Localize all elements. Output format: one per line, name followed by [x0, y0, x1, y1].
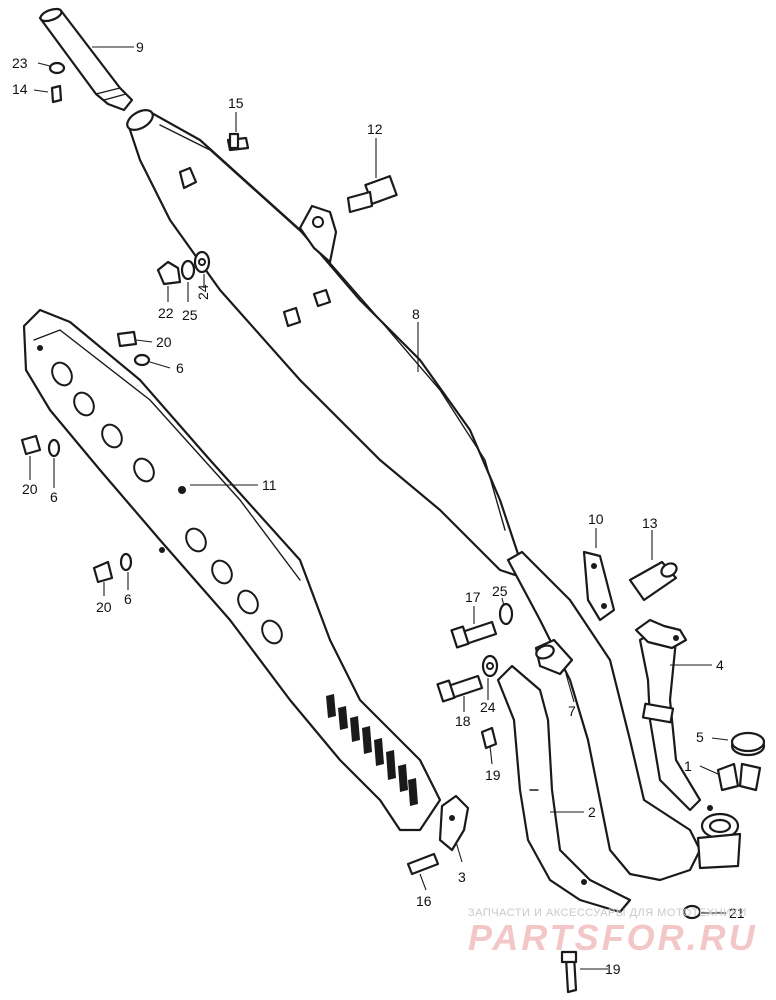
callout-1: 1 [684, 758, 692, 774]
part-13-collar [628, 560, 678, 602]
callout-8: 8 [412, 306, 420, 322]
part-9-tailpipe [38, 7, 134, 112]
callout-6: 6 [124, 591, 132, 607]
callout-21: 21 [729, 905, 745, 921]
callout-20: 20 [156, 334, 172, 350]
callout-7: 7 [568, 703, 576, 719]
part-12-stud [346, 175, 398, 214]
callout-25: 25 [182, 307, 198, 323]
callout-6: 6 [176, 360, 184, 376]
part-7-clamp [534, 638, 574, 676]
part-3-bracket [438, 794, 470, 852]
callout-19: 19 [485, 767, 501, 783]
callout-18: 18 [455, 713, 471, 729]
watermark-caption: ЗАПЧАСТИ И АКСЕССУАРЫ ДЛЯ МОТОТЕХНИКИ [468, 907, 747, 919]
callout-24: 24 [195, 284, 211, 300]
callout-17: 17 [465, 589, 481, 605]
callout-12: 12 [367, 121, 383, 137]
fasteners [20, 61, 702, 994]
callout-14: 14 [12, 81, 28, 97]
part-1-collet [716, 762, 762, 792]
callout-20: 20 [22, 481, 38, 497]
callout-11: 11 [262, 477, 277, 493]
callout-6: 6 [50, 489, 58, 505]
callout-15: 15 [228, 95, 244, 111]
callout-22: 22 [158, 305, 174, 321]
callout-20: 20 [96, 599, 112, 615]
callout-16: 16 [416, 893, 432, 909]
callout-19: 19 [605, 961, 621, 977]
callout-23: 23 [12, 55, 28, 71]
callout-labels: 9 23 14 15 12 22 25 24 20 6 8 20 6 11 20… [12, 39, 745, 977]
callout-4: 4 [716, 657, 724, 673]
watermark-logo: PARTSFOR.RU [468, 917, 758, 958]
leader-lines [29, 46, 729, 970]
part-5-gasket [730, 731, 766, 757]
part-10-bracket [582, 550, 616, 622]
callout-24: 24 [480, 699, 496, 715]
callout-10: 10 [588, 511, 604, 527]
callout-13: 13 [642, 515, 658, 531]
watermark: ЗАПЧАСТИ И АКСЕССУАРЫ ДЛЯ МОТОТЕХНИКИ PA… [468, 907, 758, 958]
part-2-exhaust-pipe [496, 664, 632, 914]
part-4-exhaust-pipe [506, 550, 742, 882]
callout-5: 5 [696, 729, 704, 745]
callout-25: 25 [492, 583, 508, 599]
callout-9: 9 [136, 39, 144, 55]
callout-3: 3 [458, 869, 466, 885]
part-11-heat-shield [22, 308, 442, 832]
callout-2: 2 [588, 804, 596, 820]
